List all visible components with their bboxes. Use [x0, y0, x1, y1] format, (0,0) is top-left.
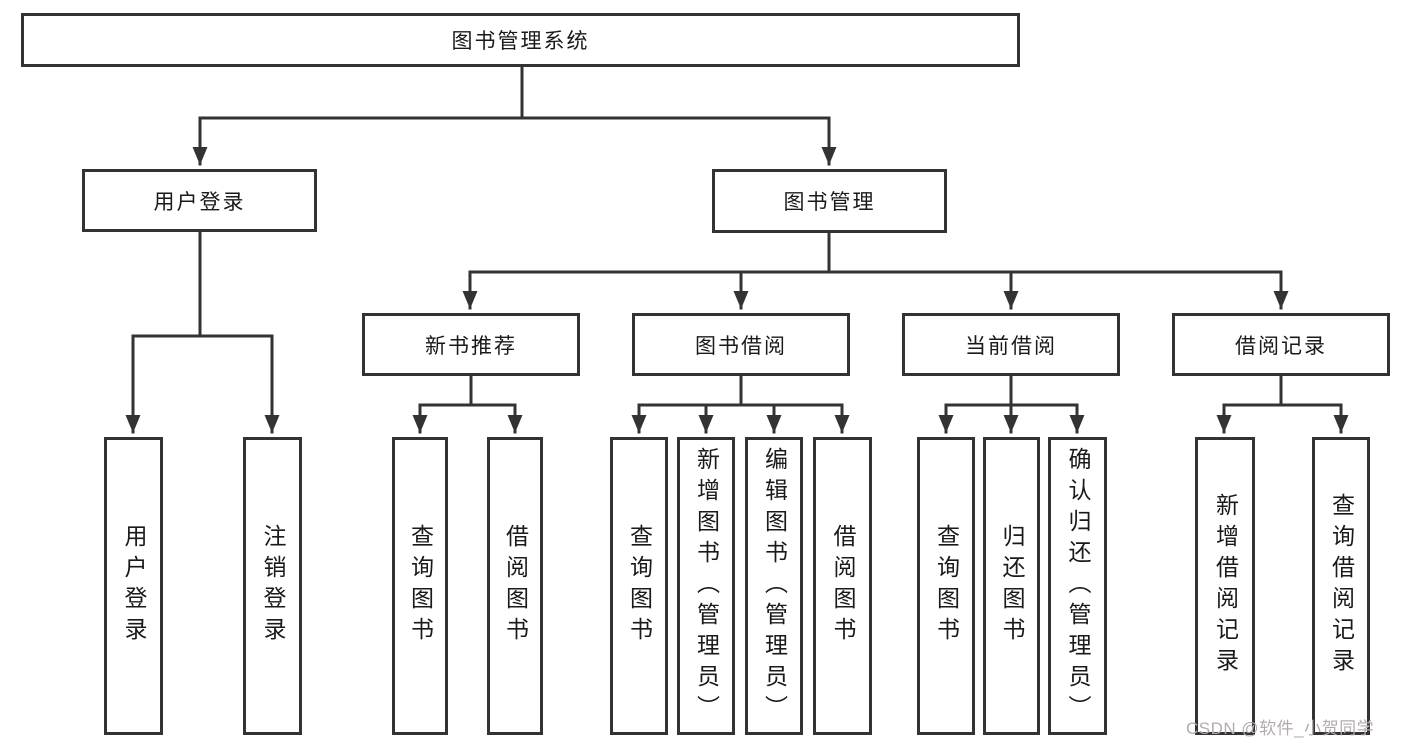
node-label: 注销登录: [260, 524, 286, 648]
node-book-management: 图书管理: [712, 169, 947, 233]
node-label: 新增图书（管理员）: [693, 446, 720, 726]
node-current-borrow: 当前借阅: [902, 313, 1120, 376]
connector-new-book-children: [412, 374, 523, 434]
node-label: 用户登录: [121, 524, 147, 648]
node-label: 查询图书: [407, 524, 434, 648]
node-label: 查询借阅记录: [1328, 493, 1355, 679]
leaf-query-borrow-record: 查询借阅记录: [1312, 437, 1370, 735]
node-label: 用户登录: [153, 190, 246, 214]
node-book-borrow: 图书借阅: [632, 313, 850, 376]
leaf-logout: 注销登录: [243, 437, 302, 735]
node-user-login: 用户登录: [82, 169, 317, 232]
node-label: 查询图书: [626, 524, 653, 648]
leaf-query-books-3: 查询图书: [917, 437, 975, 735]
connector-borrow-records-children: [1216, 374, 1349, 434]
node-label: 新增借阅记录: [1212, 493, 1239, 679]
leaf-edit-books-admin: 编辑图书（管理员）: [745, 437, 803, 735]
connector-user-login-children: [125, 230, 280, 434]
leaf-user-login: 用户登录: [104, 437, 163, 735]
node-label: 编辑图书（管理员）: [761, 446, 788, 726]
node-label: 借阅记录: [1235, 334, 1327, 358]
node-label: 新书推荐: [425, 334, 517, 358]
node-label: 借阅图书: [830, 524, 856, 648]
connector-book-management-children: [462, 231, 1289, 310]
leaf-query-books-2: 查询图书: [610, 437, 668, 735]
node-label: 图书管理系统: [451, 30, 590, 53]
leaf-confirm-return-admin: 确认归还（管理员）: [1048, 437, 1107, 735]
connector-current-borrow-children: [938, 374, 1085, 434]
node-label: 归还图书: [999, 524, 1025, 648]
node-new-book-recommend: 新书推荐: [362, 313, 580, 376]
connector-book-borrow-children: [631, 374, 850, 434]
node-label: 借阅图书: [502, 524, 529, 648]
node-borrow-records: 借阅记录: [1172, 313, 1390, 376]
leaf-query-books-1: 查询图书: [392, 437, 448, 735]
leaf-borrow-books-1: 借阅图书: [487, 437, 543, 735]
leaf-return-books: 归还图书: [983, 437, 1040, 735]
connector-root-to-level2: [192, 65, 837, 166]
node-label: 当前借阅: [965, 334, 1057, 358]
node-label: 查询图书: [933, 524, 960, 648]
node-label: 图书借阅: [695, 334, 787, 358]
leaf-add-borrow-record: 新增借阅记录: [1195, 437, 1255, 735]
csdn-watermark: CSDN @软件_小贺同学: [1186, 719, 1375, 738]
node-library-management-system: 图书管理系统: [21, 13, 1020, 67]
leaf-borrow-books-2: 借阅图书: [813, 437, 872, 735]
node-label: 确认归还（管理员）: [1065, 446, 1091, 726]
leaf-add-books-admin: 新增图书（管理员）: [677, 437, 735, 735]
node-label: 图书管理: [783, 191, 876, 214]
